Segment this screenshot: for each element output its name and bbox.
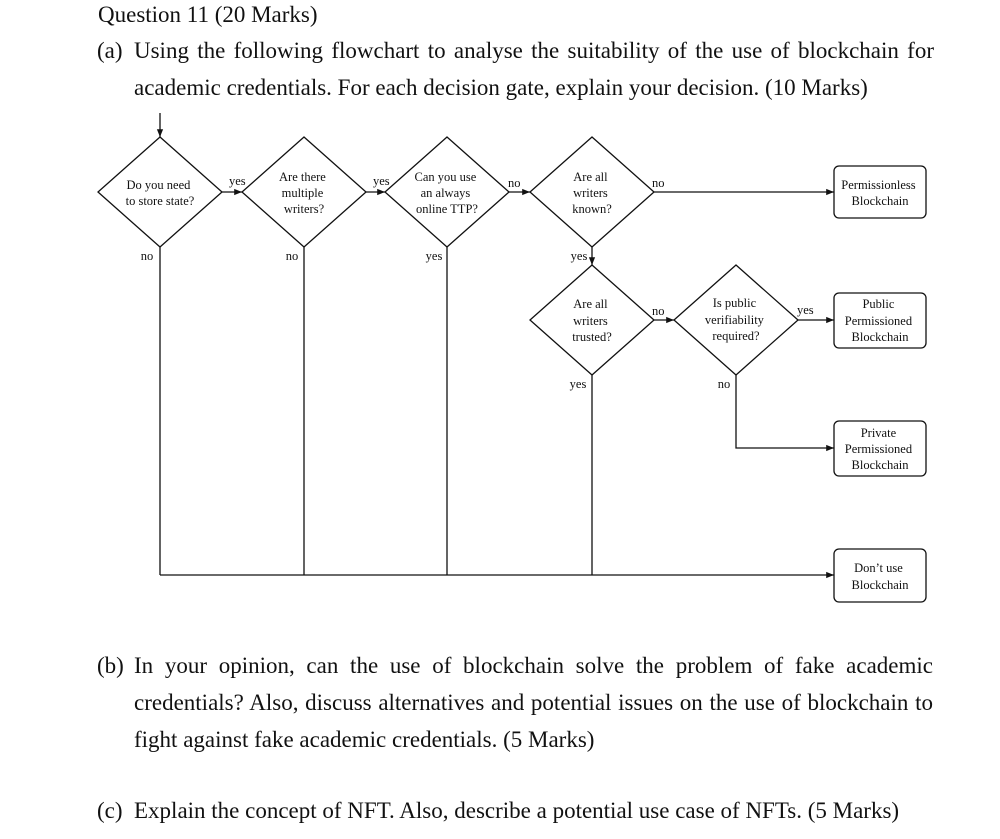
part-b-text: In your opinion, can the use of blockcha… [134,653,933,752]
label-online-ttp-yes: yes [426,249,443,263]
edge-public-verifiability-no [735,375,834,452]
label-store-state-no: no [141,249,154,263]
public-permissioned-text: Public Permissioned Blockchain [845,297,915,344]
label-writers-trusted-yes: yes [570,377,587,391]
multiple-writers-text: Are there multiple writers? [279,170,329,216]
question-title: Question 11 (20 Marks) [98,2,318,27]
label-store-state-yes: yes [229,174,246,188]
decision-store-state [97,136,223,248]
permissionless-text: Permissionless Blockchain [841,178,918,208]
dont-use-text: Don’t use Blockchain [852,561,910,592]
part-a-label: (a) [97,38,123,63]
writers-trusted-text: Are all writers trusted? [572,297,612,344]
label-multiple-writers-no: no [286,249,299,263]
label-writers-trusted-no: no [652,304,665,318]
label-public-verifiability-no: no [718,377,731,391]
label-multiple-writers-yes: yes [373,174,390,188]
store-state-text: Do you need to store state? [126,178,195,208]
outcome-dont-use [833,548,927,603]
private-permissioned-text: Private Permissioned Blockchain [845,426,915,472]
writers-known-text: Are all writers known? [572,170,612,216]
part-b-label: (b) [97,653,124,678]
public-verifiability-text: Is public verifiability required? [705,296,767,343]
label-writers-known-no: no [652,176,665,190]
online-ttp-text: Can you use an always online TTP? [415,170,480,216]
label-public-verifiability-yes: yes [797,303,814,317]
part-a-text: Using the following flowchart to analyse… [134,38,934,100]
part-c-label: (c) [97,798,123,823]
label-writers-known-yes: yes [571,249,588,263]
part-c-text: Explain the concept of NFT. Also, descri… [134,798,900,823]
label-online-ttp-no: no [508,176,521,190]
outcome-permissionless [833,165,927,219]
